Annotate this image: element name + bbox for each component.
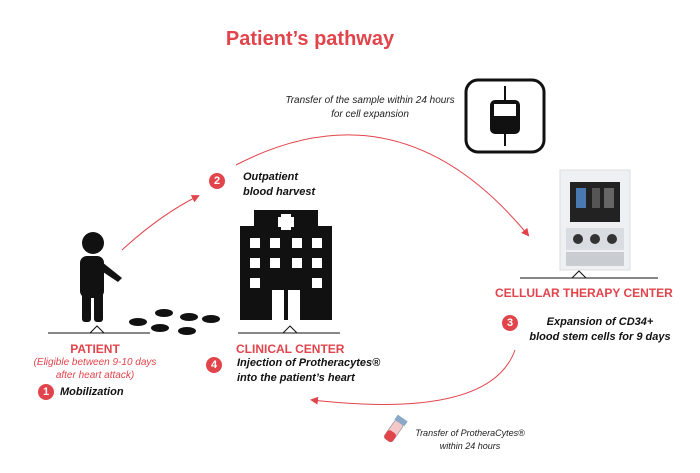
step-3-line1: Expansion of CD34+ bbox=[546, 316, 654, 328]
transfer-cells-line2: within 24 hours bbox=[439, 441, 501, 451]
arrow-clinic-to-therapy bbox=[235, 134, 530, 237]
step-4-line1: Injection of Protheracytes® bbox=[237, 357, 381, 369]
step-4-label: Injection of Protheracytes® into the pat… bbox=[237, 356, 380, 386]
patient-note-line1: (Eligible between 9-10 days bbox=[33, 357, 157, 368]
transfer-cells-label: Transfer of ProtheraCytes® within 24 hou… bbox=[400, 427, 540, 453]
therapy-machine-icon bbox=[559, 169, 631, 271]
hospital-icon bbox=[240, 210, 332, 320]
patient-label: PATIENT bbox=[70, 342, 120, 356]
transfer-sample-label: Transfer of the sample within 24 hours f… bbox=[255, 94, 485, 122]
therapy-base-line bbox=[520, 270, 658, 279]
clinic-base-line bbox=[238, 325, 340, 334]
clinical-center-label: CLINICAL CENTER bbox=[236, 342, 345, 356]
patient-note: (Eligible between 9-10 days after heart … bbox=[20, 356, 170, 382]
transfer-cells-line1: Transfer of ProtheraCytes® bbox=[415, 428, 525, 438]
step-2-badge: 2 bbox=[209, 173, 225, 189]
step-3-line2: blood stem cells for 9 days bbox=[529, 331, 671, 343]
transfer-sample-line1: Transfer of the sample within 24 hours bbox=[285, 95, 455, 106]
arrow-therapy-to-clinic bbox=[310, 349, 516, 405]
arrow-patient-to-clinic bbox=[121, 195, 200, 251]
step-3-label: Expansion of CD34+ blood stem cells for … bbox=[525, 315, 675, 345]
step-2-label: Outpatient blood harvest bbox=[243, 170, 315, 200]
patient-note-line2: after heart attack) bbox=[55, 370, 135, 381]
person-icon bbox=[80, 232, 122, 322]
patient-base-line bbox=[48, 325, 150, 334]
step-2-line2: blood harvest bbox=[243, 186, 316, 198]
blood-bag-icon bbox=[464, 78, 546, 154]
step-4-badge: 4 bbox=[206, 357, 222, 373]
step-1-label: Mobilization bbox=[60, 386, 124, 398]
vial-icon bbox=[383, 414, 408, 443]
cellular-therapy-center-label: CELLULAR THERAPY CENTER bbox=[495, 286, 673, 300]
footprints-icon bbox=[129, 309, 220, 335]
step-2-line1: Outpatient bbox=[243, 171, 298, 183]
step-3-badge: 3 bbox=[502, 315, 518, 331]
step-4-line2: into the patient’s heart bbox=[237, 372, 355, 384]
transfer-sample-line2: for cell expansion bbox=[331, 109, 409, 120]
step-1-badge: 1 bbox=[38, 384, 54, 400]
page-title: Patient’s pathway bbox=[225, 28, 395, 50]
